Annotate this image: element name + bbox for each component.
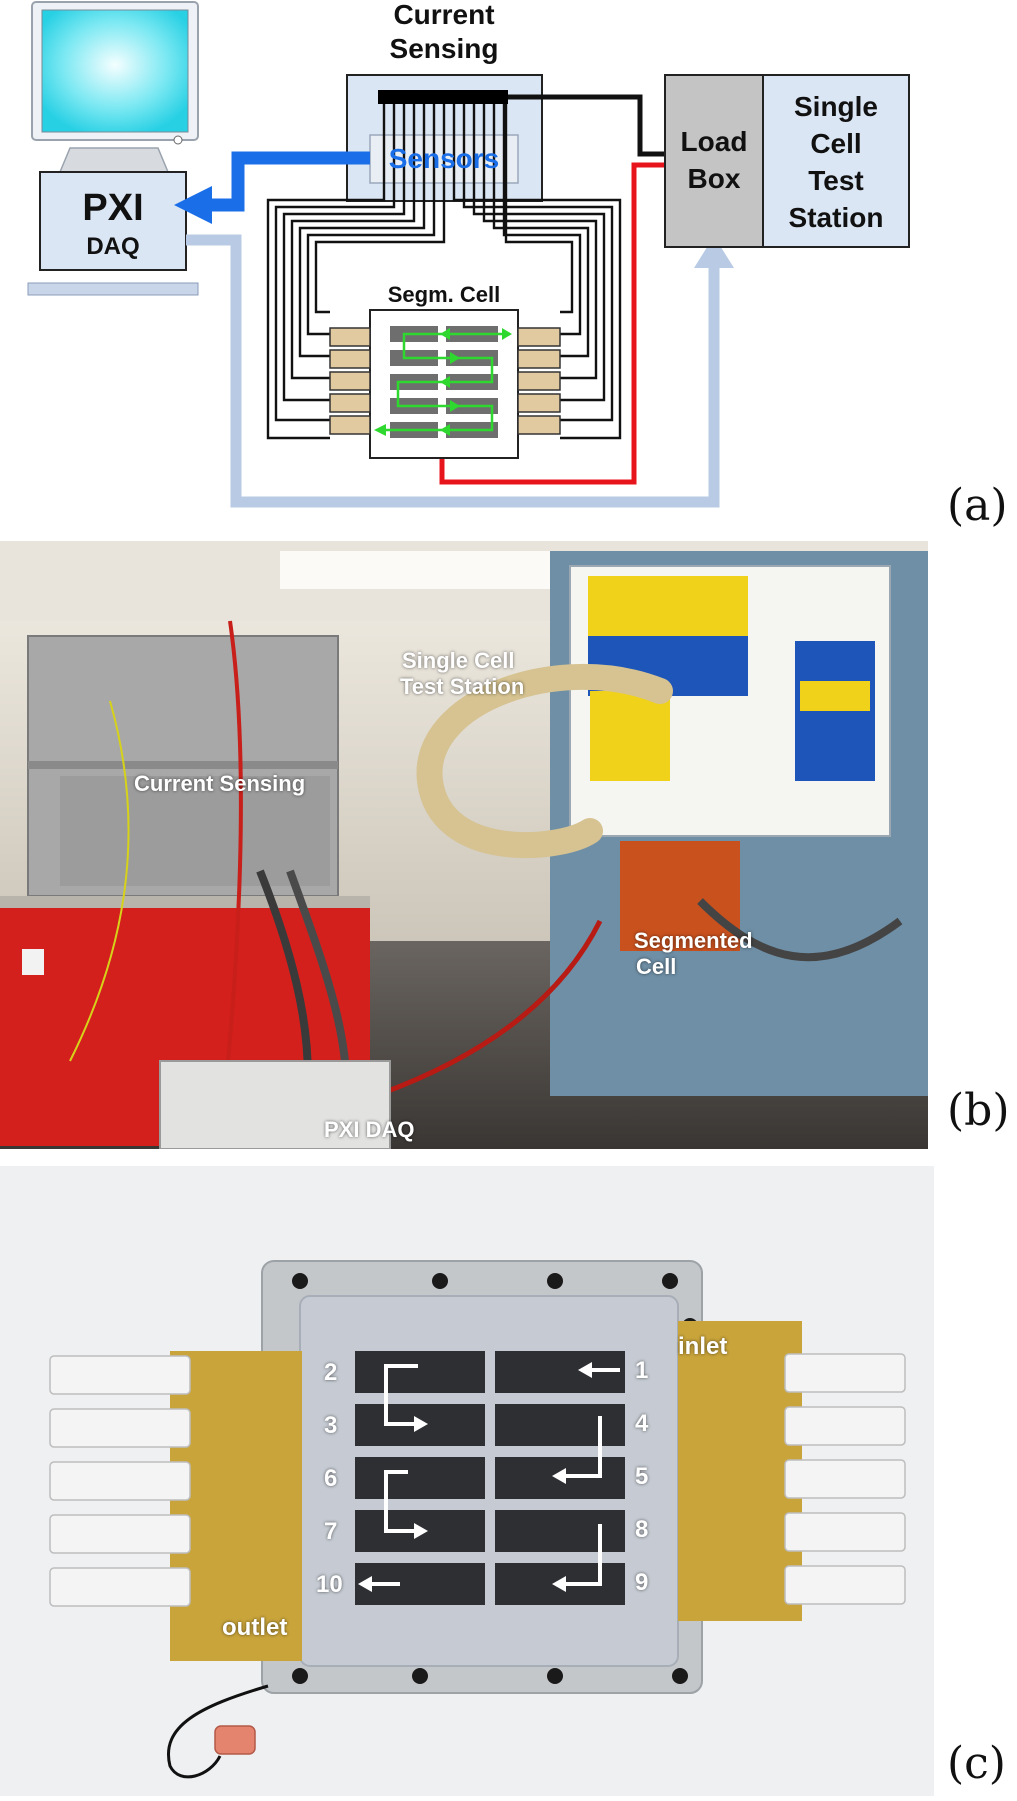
segment-number: 4 <box>635 1411 648 1437</box>
label-current-sensing: Current Sensing <box>134 772 305 796</box>
segment-number: 10 <box>316 1572 343 1598</box>
segment-number: 5 <box>635 1464 648 1490</box>
panel-b-photo: Single Cell Test Station Current Sensing… <box>0 541 928 1149</box>
panel-label-a: (a) <box>947 480 1008 531</box>
keyboard-icon <box>28 283 198 295</box>
label-inlet: inlet <box>678 1334 727 1360</box>
panel-label-c: (c) <box>947 1738 1006 1789</box>
test-setup-photo <box>0 541 928 1149</box>
data-arrow <box>208 158 370 205</box>
segment-number: 9 <box>635 1570 648 1596</box>
label-outlet: outlet <box>222 1615 287 1641</box>
segment-number: 1 <box>635 1358 648 1384</box>
schematic-diagram: PXI DAQ Current Sensing Sensors <box>0 0 1017 530</box>
current-sensing-rack <box>28 636 338 896</box>
segm-cell-label: Segm. Cell <box>388 282 500 307</box>
segmented-cell-top-view <box>0 1166 934 1796</box>
pxi-title: PXI <box>82 187 143 229</box>
panel-label-b: (b) <box>947 1085 1010 1136</box>
brass-bar-right <box>678 1321 802 1621</box>
segment-number: 8 <box>635 1517 648 1543</box>
load-box-label-1: Load <box>681 126 748 157</box>
segment-number: 7 <box>324 1519 337 1545</box>
label-segmented-1: Segmented <box>634 929 753 953</box>
label-pxi-daq: PXI DAQ <box>324 1118 414 1142</box>
label-segmented-2: Cell <box>636 955 676 979</box>
segment-number: 6 <box>324 1466 337 1492</box>
panel-a-schematic: PXI DAQ Current Sensing Sensors <box>0 0 1017 530</box>
station-label-4: Station <box>789 202 884 233</box>
station-label-3: Test <box>808 165 864 196</box>
segment-number: 3 <box>324 1413 337 1439</box>
monitor-icon <box>32 2 198 172</box>
current-sensing-title-1: Current <box>393 0 494 30</box>
station-label-2: Cell <box>810 128 861 159</box>
load-box-label-2: Box <box>688 163 741 194</box>
segment-number: 2 <box>324 1360 337 1386</box>
test-station-panel <box>550 551 928 1096</box>
current-sensing-title-2: Sensing <box>390 33 499 64</box>
station-label-1: Single <box>794 91 878 122</box>
panel-c-photo: inlet outlet 2 3 6 7 10 1 4 5 8 9 (c) <box>0 1166 934 1796</box>
label-single-cell-1: Single Cell <box>402 649 514 673</box>
sensors-label: Sensors <box>389 143 500 174</box>
bus-bar <box>378 90 508 104</box>
label-single-cell-2: Test Station <box>400 675 524 699</box>
load-box <box>665 75 763 247</box>
pxi-subtitle: DAQ <box>86 233 139 260</box>
